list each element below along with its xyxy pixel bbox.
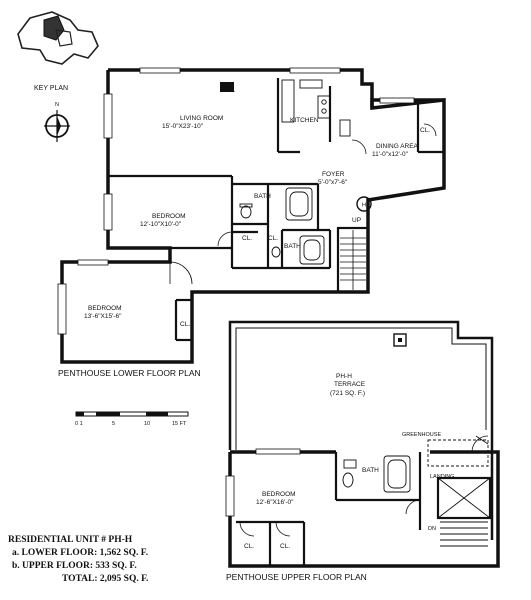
upper-interior-walls [236, 452, 492, 566]
key-plan: KEY PLAN [17, 11, 99, 92]
foyer-label: FOYER [322, 171, 345, 178]
bath2-label: BATH [284, 243, 301, 250]
upper-closet2-label: CL. [280, 543, 290, 550]
lower-bath-fixtures [239, 187, 325, 265]
scale-tick-10: 10 [144, 421, 150, 427]
north-arrow-icon: N [44, 102, 70, 142]
upper-bedroom-size: 12'-6"X16'-0" [256, 499, 294, 506]
terrace-unit-label: PH-H [336, 373, 352, 380]
dining-size: 11'-0"x12'-0" [372, 151, 409, 158]
stairs-down-label: DN [428, 526, 436, 532]
lower-labels: LIVING ROOM 15'-0"X23'-10" FP. KITCHEN D… [84, 87, 430, 328]
bedroom1-size: 12'-10"X10'-0" [140, 221, 182, 228]
upper-floor-title: PENTHOUSE UPPER FLOOR PLAN [226, 572, 367, 582]
greenhouse-outline [427, 439, 489, 467]
svg-text:H: H [362, 203, 366, 209]
fireplace-label: FP. [226, 87, 235, 94]
north-label: N [55, 102, 59, 108]
terrace-skylight-icon [393, 333, 407, 347]
scale-tick-5: 5 [112, 421, 115, 427]
foyer-size: 5'-0"x7'-6" [318, 179, 348, 186]
upper-labels: PH-H TERRACE (721 SQ. F.) GREENHOUSE LAN… [244, 373, 454, 550]
upper-bath-fixtures [342, 455, 411, 493]
upper-windows [225, 448, 301, 517]
key-plan-label: KEY PLAN [34, 85, 68, 92]
lower-doors [169, 123, 437, 285]
upper-terrace-boundary [228, 320, 494, 540]
lower-windows [57, 67, 415, 335]
scale-tick-15: 15 FT [172, 421, 187, 427]
dining-closet-label: CL. [420, 127, 430, 134]
summary-unit: RESIDENTIAL UNIT # PH-H [8, 535, 133, 545]
fireplace-icon [220, 82, 234, 92]
dining-label: DINING AREA [376, 143, 419, 150]
bedroom1-closet-label: CL. [242, 235, 252, 242]
greenhouse-label: GREENHOUSE [402, 432, 441, 438]
bedroom2-closet-label: CL. [180, 321, 190, 328]
scale-bar: 0 1 5 10 15 FT [75, 411, 189, 427]
upper-stairs [437, 477, 491, 547]
bedroom2-size: 13'-6"X15'-6" [84, 313, 122, 320]
summary-total: TOTAL: 2,095 SQ. F. [62, 574, 148, 584]
landing-label: LANDING [430, 474, 454, 480]
summary-upper: b. UPPER FLOOR: 533 SQ. F. [12, 561, 137, 571]
stairs-up-label: UP [352, 217, 361, 224]
upper-bath-label: BATH [362, 467, 379, 474]
upper-closet1-label: CL. [244, 543, 254, 550]
area-summary: RESIDENTIAL UNIT # PH-H a. LOWER FLOOR: … [8, 535, 148, 584]
bedroom2-label: BEDROOM [88, 305, 122, 312]
living-room-label: LIVING ROOM [180, 115, 223, 122]
terrace-label: TERRACE [334, 381, 366, 388]
bath-closet-label: CL. [268, 235, 278, 242]
key-plan-highlight [43, 15, 65, 41]
bath1-label: BATH [254, 193, 271, 200]
bedroom1-label: BEDROOM [152, 213, 186, 220]
terrace-size: (721 SQ. F.) [330, 390, 365, 397]
lower-floor-title: PENTHOUSE LOWER FLOOR PLAN [58, 368, 201, 378]
upper-doors [239, 435, 489, 537]
elevator-marker-icon: H [356, 196, 372, 212]
summary-lower: a. LOWER FLOOR: 1,562 SQ. F. [12, 548, 148, 558]
scale-tick-0: 0 1 [75, 421, 83, 427]
kitchen-fixtures [281, 79, 351, 137]
upper-bedroom-label: BEDROOM [262, 491, 296, 498]
living-room-size: 15'-0"X23'-10" [162, 123, 204, 130]
kitchen-label: KITCHEN [290, 117, 319, 124]
lower-floor-interior-walls [108, 78, 444, 342]
lower-stairs [340, 230, 366, 290]
